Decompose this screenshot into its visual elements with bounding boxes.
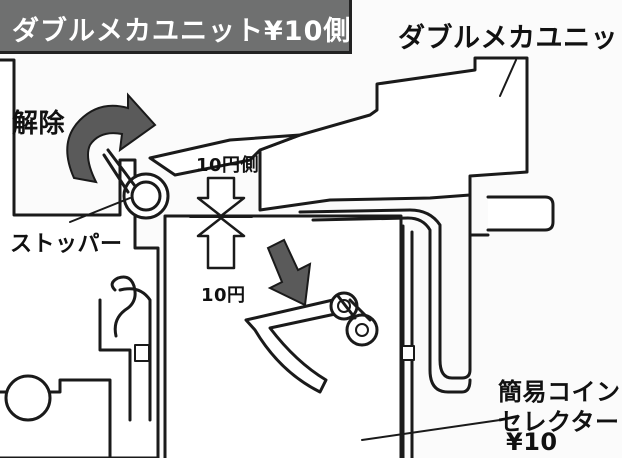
label-10yen-side: 10円側 [196,155,260,176]
stopper-leader-line [69,197,131,223]
left-spring-coil [110,275,137,338]
unit-nozzle [486,195,555,232]
left-spring-arm [98,287,152,422]
selector-side-rail [298,208,472,380]
unit-leader-line [499,59,517,97]
release-arrow-icon [66,92,157,184]
gap-arrow-down [196,176,246,218]
left-spring-block [134,344,150,362]
unit-lever [148,133,302,177]
label-selector-line1: 簡易コイン [498,378,621,406]
double-mech-unit-body [258,56,529,212]
left-lower-pulley [4,374,52,422]
header-title: ダブルメカユニット¥10側 [12,16,352,47]
selector-clip [401,345,415,361]
stopper-pin [102,148,137,194]
coin-channel [244,298,342,394]
coin-link [336,294,372,322]
down-arrow-icon [266,238,312,307]
label-release: 解除 [12,109,66,139]
label-10yen: 10円 [201,285,246,306]
stopper-roller-inner [130,180,162,212]
left-frame [0,58,160,458]
label-selector-line3: ¥10 [506,428,558,456]
selector-inner-rail [311,216,472,394]
label-stopper: ストッパー [10,232,123,257]
label-double-mech-unit: ダブルメカユニット [398,23,622,54]
header-banner: ダブルメカユニット¥10側 [0,0,352,54]
selector-guide [401,224,414,458]
label-selector-line2: セレクター [498,408,620,436]
selector-leader-line [361,419,501,441]
coin-pivot-bottom-inner [355,323,369,337]
unit-nozzle-stem [468,193,490,237]
gap-arrow-up [196,216,246,270]
